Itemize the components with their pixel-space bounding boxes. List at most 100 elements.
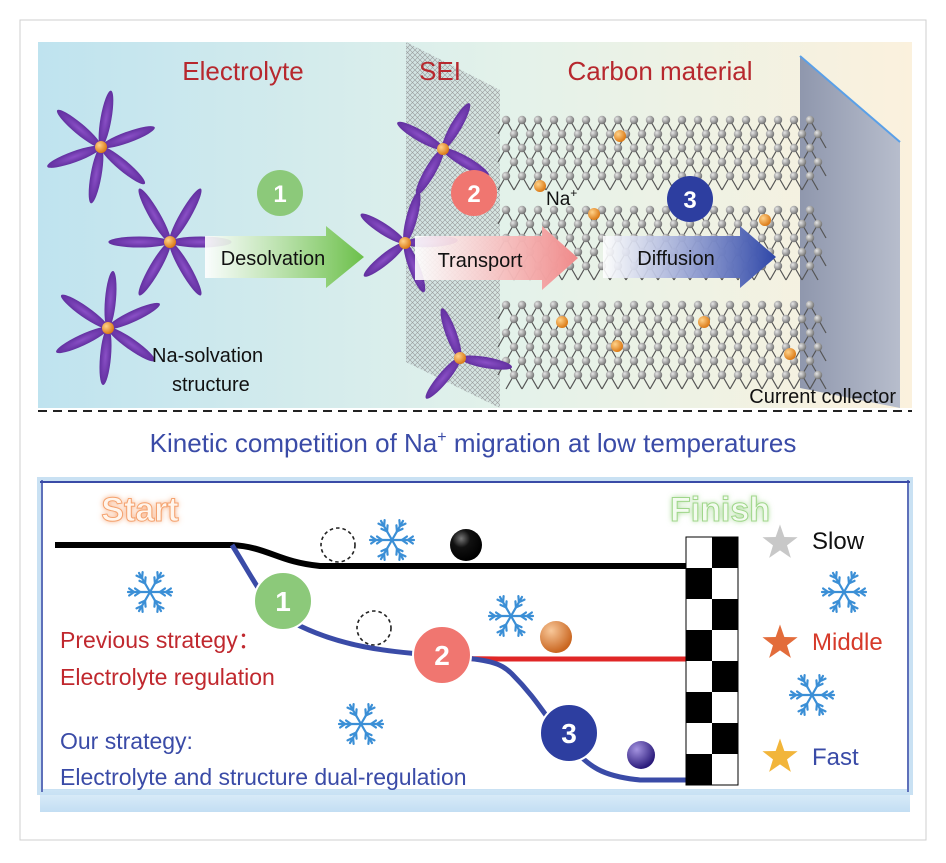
carbon-atom: [645, 205, 655, 215]
dashed-ball-slow: [320, 527, 356, 563]
carbon-atom: [797, 129, 807, 139]
carbon-atom: [757, 233, 767, 243]
carbon-atom: [557, 342, 567, 352]
carbon-atom: [773, 171, 783, 181]
carbon-atom: [757, 115, 767, 125]
sodium-ion: [437, 143, 449, 155]
carbon-atom: [573, 157, 583, 167]
carbon-atom: [549, 356, 559, 366]
carbon-atom: [725, 328, 735, 338]
carbon-atom: [613, 328, 623, 338]
carbon-atom: [549, 171, 559, 181]
carbon-atom: [621, 342, 631, 352]
checker-cell: [686, 723, 712, 754]
carbon-atom: [589, 314, 599, 324]
carbon-atom: [789, 205, 799, 215]
slow-path: [55, 542, 686, 569]
carbon-atom: [725, 115, 735, 125]
carbon-atom: [741, 171, 751, 181]
sei-label: SEI: [419, 56, 461, 86]
carbon-atom: [741, 143, 751, 153]
carbon-atom: [773, 328, 783, 338]
carbon-atom: [501, 171, 511, 181]
carbon-atom: [709, 115, 719, 125]
carbon-atom: [621, 314, 631, 324]
carbon-atom: [669, 157, 679, 167]
carbon-atom: [733, 129, 743, 139]
carbon-atom: [573, 314, 583, 324]
svg-text:Start: Start: [101, 491, 178, 529]
carbon-atom: [589, 247, 599, 257]
carbon-atom: [717, 157, 727, 167]
carbon-atom: [549, 205, 559, 215]
carbon-atom: [693, 143, 703, 153]
carbon-atom: [653, 314, 663, 324]
carbon-atom: [629, 115, 639, 125]
carbon-atom: [661, 143, 671, 153]
carbon-atom: [773, 261, 783, 271]
checker-cell: [712, 723, 738, 754]
carbon-atom: [781, 219, 791, 229]
carbon-atom: [581, 356, 591, 366]
diffusion-label: Diffusion: [637, 248, 714, 270]
checker-cell: [686, 568, 712, 599]
graphene-sheet: [497, 300, 827, 390]
carbon-atom: [805, 115, 815, 125]
checker-cell: [686, 599, 712, 630]
solvation-structure: [47, 90, 155, 204]
carbon-atom: [765, 129, 775, 139]
carbon-atom: [549, 143, 559, 153]
step-1-badge: 1: [257, 170, 303, 216]
carbon-atom: [669, 342, 679, 352]
carbon-atom: [605, 129, 615, 139]
carbon-atom: [541, 129, 551, 139]
carbon-atom: [741, 328, 751, 338]
carbon-atom: [581, 233, 591, 243]
carbon-atom: [773, 143, 783, 153]
snowflakes: [126, 519, 868, 745]
legend-star-icon: [759, 735, 801, 775]
carbon-atom: [637, 219, 647, 229]
svg-text:1: 1: [273, 181, 286, 208]
carbon-atom: [581, 328, 591, 338]
carbon-atom: [525, 219, 535, 229]
carbon-atom: [645, 143, 655, 153]
carbon-atom: [813, 157, 823, 167]
carbon-atom: [725, 300, 735, 310]
carbon-atom: [581, 205, 591, 215]
carbon-atom: [773, 233, 783, 243]
carbon-atom: [589, 157, 599, 167]
carbon-atom: [565, 300, 575, 310]
carbon-atom: [677, 328, 687, 338]
snowflake-icon: [126, 571, 174, 613]
carbon-atom: [525, 342, 535, 352]
carbon-atom: [501, 115, 511, 125]
carbon-atom: [597, 300, 607, 310]
carbon-atom: [701, 370, 711, 380]
carbon-atom: [685, 157, 695, 167]
carbon-atom: [573, 219, 583, 229]
carbon-atom: [805, 300, 815, 310]
carbon-atom: [789, 233, 799, 243]
carbon-atom: [717, 129, 727, 139]
graphene-layers: [497, 115, 827, 390]
carbon-atom: [653, 342, 663, 352]
carbon-atom: [709, 205, 719, 215]
carbon-atom: [669, 370, 679, 380]
carbon-atom: [629, 356, 639, 366]
carbon-atom: [669, 219, 679, 229]
carbon-atom: [773, 115, 783, 125]
carbon-atom: [533, 171, 543, 181]
carbon-atom: [757, 328, 767, 338]
carbon-atom: [717, 370, 727, 380]
start-label: Start Start: [101, 491, 179, 530]
carbon-atom: [789, 328, 799, 338]
carbon-atom: [765, 370, 775, 380]
carbon-atom: [813, 342, 823, 352]
svg-text:1: 1: [275, 586, 291, 617]
carbon-atom: [597, 115, 607, 125]
carbon-atom: [701, 157, 711, 167]
carbon-atom: [749, 157, 759, 167]
carbon-atom: [565, 143, 575, 153]
carbon-atom: [741, 356, 751, 366]
